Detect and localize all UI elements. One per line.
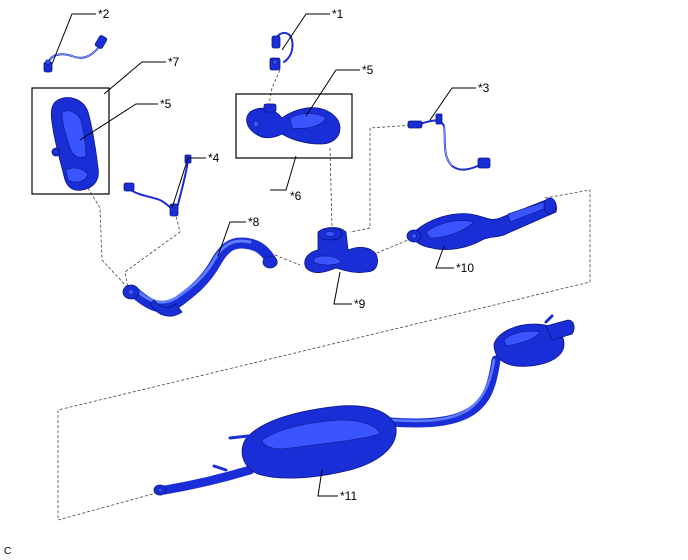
oxygen-sensor-2 [43,35,108,73]
callout-5-center: *5 [362,63,374,77]
callout-7: *7 [168,55,180,69]
oxygen-sensor-4 [123,154,192,217]
assembly-guide-lines [57,69,591,521]
catalytic-converter-pipe-10 [406,197,557,250]
corner-label: C [4,546,11,557]
callout-2: *2 [98,7,110,21]
callout-11: *11 [340,489,357,503]
callout-9: *9 [354,297,366,311]
manifold-converter-left [50,97,99,191]
manifold-converter-center [246,103,341,145]
manifold-converter-frame-7 [31,87,110,195]
front-exhaust-pipe-8 [122,237,278,317]
exhaust-pipe-joint-9 [304,227,378,273]
callout-10: *10 [456,261,474,275]
callout-labels: *2 *1 *7 *5 *3 *5 *4 *6 *8 *10 *9 *11 C [4,7,490,557]
leader-lines [51,13,476,497]
callout-3: *3 [478,81,490,95]
callout-6: *6 [290,189,302,203]
callout-4: *4 [208,151,220,165]
oxygen-sensor-1 [269,32,294,71]
callout-1: *1 [332,7,344,21]
oxygen-sensor-3 [407,113,491,171]
tailpipe-muffler-11 [153,314,575,496]
manifold-converter-frame-6 [235,93,353,159]
callout-8: *8 [248,215,260,229]
callout-5-left: *5 [160,97,172,111]
